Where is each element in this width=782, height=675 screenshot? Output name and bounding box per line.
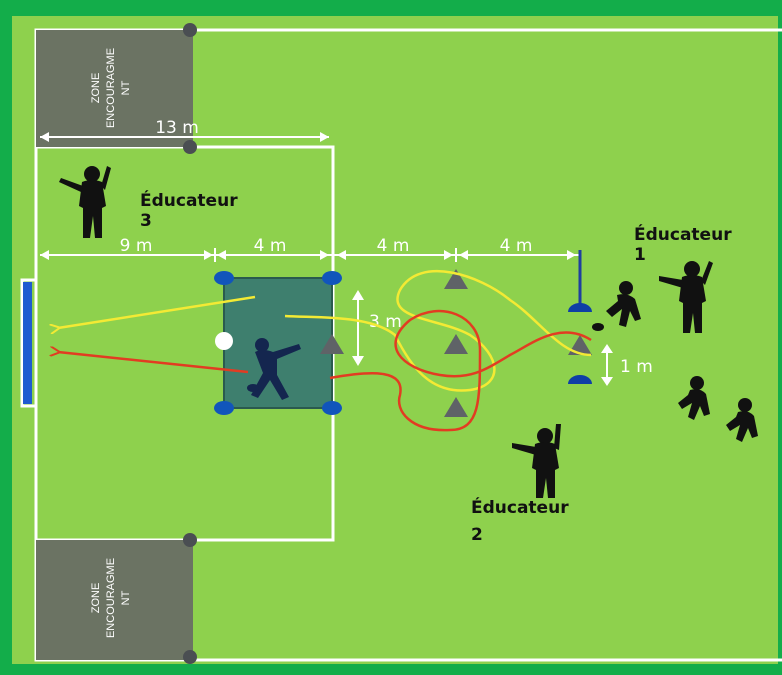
dimension-9m: 9 m [120, 236, 153, 256]
goalkeeper-figure [247, 338, 301, 400]
marker-disc [322, 401, 342, 415]
coach-3-figure [59, 166, 111, 238]
cone [444, 334, 468, 354]
dimension-1m: 1 m [620, 357, 653, 377]
dribbling-player-figure [606, 281, 641, 327]
post-marker [183, 533, 197, 547]
waiting-player-figure [726, 398, 758, 442]
cone [444, 269, 468, 289]
post-marker [183, 140, 197, 154]
shot-path-yellow [58, 295, 256, 328]
gate-disc-bottom [568, 375, 592, 384]
coach-2-figure [512, 424, 561, 498]
cone [444, 397, 468, 417]
coach-3-number: 3 [140, 211, 152, 231]
dribble-path-red [329, 309, 592, 432]
goal-frame [20, 278, 38, 408]
zone-label-line: NT [120, 80, 132, 95]
zone-label-line: ENCOURAGME [105, 558, 117, 638]
zone-label-top: ZONE ENCOURAGME NT [90, 48, 132, 128]
coach-1-number: 1 [634, 245, 646, 265]
zone-label-line: NT [120, 590, 132, 605]
coach-2-number: 2 [471, 525, 483, 545]
zone-label-bottom: ZONE ENCOURAGME NT [90, 558, 132, 638]
waiting-player-figure [678, 376, 710, 420]
marker-disc [214, 271, 234, 285]
goal [23, 282, 32, 404]
dribble-path-yellow [284, 270, 592, 392]
zone-label-line: ENCOURAGME [105, 48, 117, 128]
ball-white [215, 332, 233, 350]
dimension-4m: 4 m [500, 236, 533, 256]
zone-label-line: ZONE [90, 583, 102, 614]
dimension-lines [40, 132, 613, 386]
marker-disc [322, 271, 342, 285]
coach-1-label: Éducateur [634, 223, 732, 245]
dimension-4m: 4 m [254, 236, 287, 256]
marker-disc [214, 401, 234, 415]
post-marker [183, 650, 197, 664]
coach-1-figure [659, 261, 713, 333]
coach-2-label: Éducateur [471, 496, 569, 518]
ball [592, 323, 604, 331]
coach-3-label: Éducateur [140, 189, 238, 211]
gate-disc-top [568, 303, 592, 312]
dimension-4m: 4 m [377, 236, 410, 256]
dimension-3m: 3 m [369, 312, 402, 332]
post-marker [183, 23, 197, 37]
shot-path-red [58, 352, 249, 374]
encouragement-zone-top [36, 30, 193, 147]
zone-label-line: ZONE [90, 73, 102, 104]
dimension-13m: 13 m [155, 118, 199, 138]
cone [320, 334, 344, 354]
encouragement-zone-bottom [36, 540, 193, 660]
